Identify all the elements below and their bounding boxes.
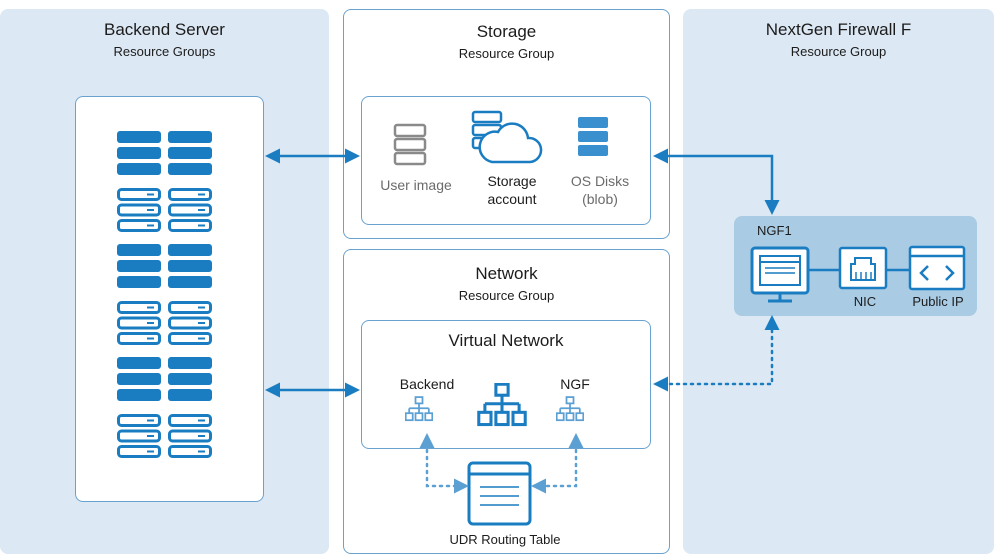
public-ip-label: Public IP	[912, 294, 964, 309]
os-disks-label-2: (blob)	[582, 191, 618, 207]
storage-account-label-1: Storage	[487, 173, 537, 189]
storage-subtitle: Resource Group	[458, 46, 555, 61]
network-subtitle: Resource Group	[458, 288, 555, 303]
backend-subnet-label: Backend	[399, 376, 455, 392]
os-disks-label-1: OS Disks	[570, 173, 630, 189]
udr-routing-table-label: UDR Routing Table	[449, 532, 561, 547]
network-title: Network	[475, 264, 538, 283]
storage-account-label-2: account	[487, 191, 537, 207]
virtual-network-title: Virtual Network	[448, 331, 564, 350]
backend-title: Backend Server	[104, 20, 225, 39]
backend-subtitle: Resource Groups	[113, 44, 216, 59]
backend-server-rack	[75, 96, 264, 502]
nic-label: NIC	[853, 294, 877, 309]
user-image-label: User image	[380, 177, 452, 193]
ngf1-label: NGF1	[757, 223, 792, 238]
firewall-subtitle: Resource Group	[790, 44, 887, 59]
ngf-subnet-label: NGF	[560, 376, 590, 392]
storage-title: Storage	[476, 22, 537, 41]
firewall-title: NextGen Firewall F	[765, 20, 912, 39]
